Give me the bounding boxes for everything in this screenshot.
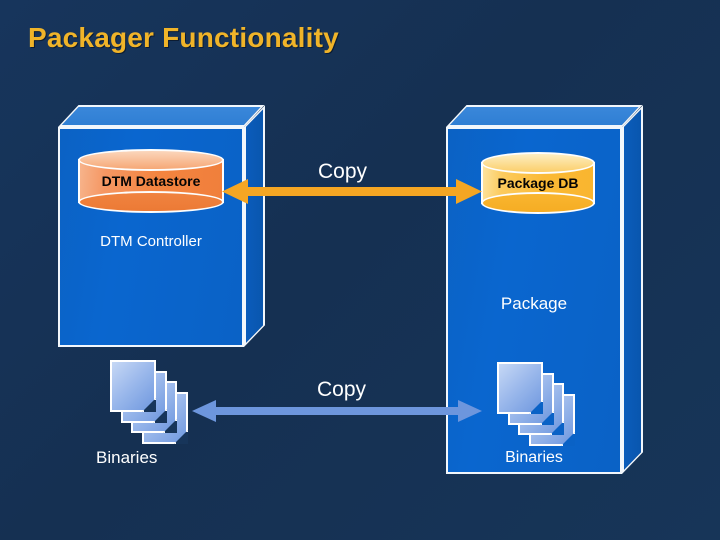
package-label: Package: [500, 294, 568, 313]
cylinder-bottom-ellipse: [481, 192, 595, 214]
left-binaries-document-stack[interactable]: [110, 360, 196, 446]
dtm-controller-label: DTM Controller: [100, 233, 202, 250]
cylinder-top-ellipse: [481, 152, 595, 174]
page-fold-corner: [529, 400, 543, 414]
dtm-controller-box[interactable]: DTM Datastore DTM Controller: [58, 105, 265, 347]
page-fold-corner: [142, 398, 156, 412]
dtm-datastore-label: DTM Datastore: [101, 173, 201, 189]
bottom-copy-label: Copy: [317, 378, 367, 401]
page-title: Packager Functionality: [28, 22, 339, 53]
package-box[interactable]: Package DB Package Binaries: [446, 105, 643, 475]
dtm-controller-box-side-face: [244, 105, 265, 347]
dtm-controller-box-top-face: [58, 105, 265, 127]
bottom-copy-arrow[interactable]: [192, 398, 482, 426]
package-db-cylinder[interactable]: Package DB: [481, 152, 595, 214]
package-binaries-document-stack[interactable]: [497, 362, 583, 448]
top-copy-arrow[interactable]: [222, 175, 482, 209]
package-binaries-label: Binaries: [505, 449, 563, 466]
document-page: [110, 360, 156, 412]
left-binaries-label: Binaries: [96, 448, 158, 467]
package-box-top-face: [446, 105, 643, 127]
package-db-label: Package DB: [497, 175, 579, 191]
top-copy-label: Copy: [318, 160, 368, 183]
double-arrow-icon: [222, 179, 482, 204]
document-page: [497, 362, 543, 414]
cylinder-bottom-ellipse: [78, 191, 224, 213]
double-arrow-icon: [192, 400, 482, 422]
package-box-side-face: [622, 105, 643, 475]
cylinder-top-ellipse: [78, 149, 224, 171]
dtm-datastore-cylinder[interactable]: DTM Datastore: [78, 149, 224, 213]
